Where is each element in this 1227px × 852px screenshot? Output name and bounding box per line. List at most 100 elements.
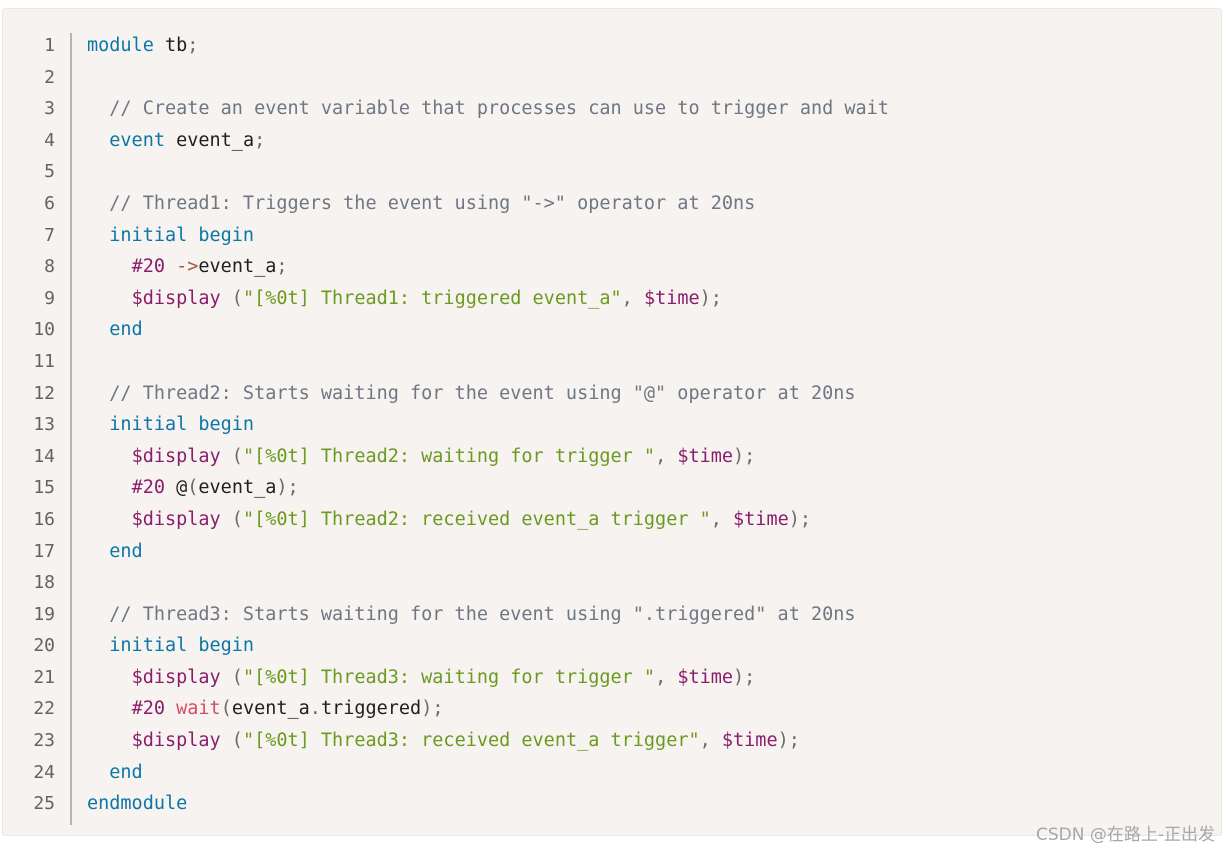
- code-token: event_a: [198, 256, 277, 278]
- code-line: 16 $display ("[%0t] Thread2: received ev…: [3, 504, 1223, 536]
- code-text: initial begin: [87, 220, 254, 252]
- code-line: 4 event event_a;: [3, 125, 1223, 157]
- line-number: 19: [33, 603, 55, 625]
- code-line: 15 #20 @(event_a);: [3, 472, 1223, 504]
- code-token: (: [220, 508, 243, 530]
- code-token: $display: [131, 730, 221, 752]
- code-token: endmodule: [87, 793, 188, 815]
- code-token: $time: [677, 666, 734, 688]
- code-token: ,: [710, 508, 734, 530]
- code-line: 13 initial begin: [3, 409, 1223, 441]
- code-token: ;: [254, 129, 266, 151]
- line-number: 15: [33, 477, 55, 499]
- line-number: 1: [44, 35, 55, 56]
- code-token: ,: [621, 287, 644, 309]
- gutter-divider: [70, 33, 72, 825]
- code-text: $display ("[%0t] Thread3: waiting for tr…: [87, 662, 756, 694]
- line-number: 9: [44, 287, 55, 309]
- code-token: $time: [721, 730, 778, 752]
- code-token: );: [733, 666, 756, 688]
- code-token: $display: [131, 445, 221, 467]
- line-number: 20: [33, 635, 55, 657]
- code-text: initial begin: [87, 409, 254, 441]
- code-token: wait: [176, 698, 221, 720]
- code-line: 6 // Thread1: Triggers the event using "…: [3, 188, 1223, 220]
- code-token: ,: [655, 445, 678, 467]
- code-token: module: [87, 35, 154, 56]
- code-token: "[%0t] Thread3: waiting for trigger ": [242, 666, 656, 688]
- code-line: 24 end: [3, 757, 1223, 789]
- code-token: [87, 130, 109, 151]
- line-number: 4: [44, 129, 55, 151]
- line-number: 6: [44, 192, 55, 214]
- code-line: 21 $display ("[%0t] Thread3: waiting for…: [3, 662, 1223, 694]
- code-token: triggered: [320, 698, 422, 720]
- code-token: [87, 635, 109, 656]
- code-token: $time: [733, 508, 789, 530]
- code-token: [87, 509, 132, 530]
- code-token: $display: [131, 666, 221, 688]
- code-token: [87, 414, 109, 435]
- code-token: ;: [187, 35, 199, 56]
- code-token: [87, 762, 109, 783]
- code-token: [87, 225, 109, 246]
- code-token: [87, 288, 132, 309]
- code-token: [87, 256, 132, 277]
- code-token: event: [109, 129, 165, 151]
- code-token: (: [220, 287, 243, 309]
- line-number: 3: [44, 98, 55, 120]
- code-token: [87, 698, 132, 719]
- code-text: #20 wait(event_a.triggered);: [87, 693, 444, 725]
- code-token: [87, 446, 132, 467]
- code-line: 5: [3, 156, 1223, 188]
- code-token: end: [109, 761, 143, 783]
- code-token: $display: [131, 287, 221, 309]
- code-token: "[%0t] Thread2: waiting for trigger ": [242, 445, 656, 467]
- code-line: 7 initial begin: [3, 220, 1223, 252]
- code-text: // Thread3: Starts waiting for the event…: [87, 599, 856, 631]
- code-token: $time: [677, 445, 734, 467]
- code-line: 8 #20 ->event_a;: [3, 251, 1223, 283]
- code-token: // Create an event variable that process…: [87, 98, 889, 120]
- code-token: #20: [131, 698, 165, 720]
- code-text: $display ("[%0t] Thread3: received event…: [87, 725, 800, 757]
- line-number: 17: [33, 540, 55, 562]
- code-text: end: [87, 757, 143, 789]
- line-number: 21: [33, 666, 55, 688]
- line-number: 22: [33, 698, 55, 720]
- code-token: );: [421, 698, 444, 720]
- watermark: CSDN @在路上-正出发: [1035, 825, 1215, 845]
- line-number: 13: [33, 414, 55, 436]
- line-number: 10: [33, 319, 55, 341]
- code-token: "[%0t] Thread1: triggered event_a": [242, 287, 622, 309]
- code-token: [87, 730, 132, 751]
- code-text: $display ("[%0t] Thread2: waiting for tr…: [87, 441, 756, 473]
- code-token: );: [276, 477, 299, 499]
- code-token: $display: [131, 508, 221, 530]
- code-token: ,: [699, 730, 722, 752]
- code-token: initial begin: [109, 414, 255, 436]
- code-token: @: [164, 477, 188, 499]
- code-token: ->: [176, 256, 199, 278]
- code-token: [87, 319, 109, 340]
- code-token: (: [220, 666, 243, 688]
- code-token: #20: [131, 477, 165, 499]
- line-number: 2: [44, 66, 55, 88]
- code-text: initial begin: [87, 630, 254, 662]
- code-line: 12 // Thread2: Starts waiting for the ev…: [3, 378, 1223, 410]
- code-line: 23 $display ("[%0t] Thread3: received ev…: [3, 725, 1223, 757]
- code-line: 11: [3, 346, 1223, 378]
- line-number: 23: [33, 730, 55, 752]
- code-token: initial begin: [109, 635, 255, 657]
- code-token: // Thread3: Starts waiting for the event…: [87, 603, 856, 625]
- line-number: 24: [33, 761, 55, 783]
- code-token: [87, 667, 132, 688]
- code-line: 14 $display ("[%0t] Thread2: waiting for…: [3, 441, 1223, 473]
- code-line: 22 #20 wait(event_a.triggered);: [3, 693, 1223, 725]
- code-token: [165, 698, 176, 719]
- code-text: end: [87, 536, 142, 568]
- code-token: event_a: [231, 698, 310, 720]
